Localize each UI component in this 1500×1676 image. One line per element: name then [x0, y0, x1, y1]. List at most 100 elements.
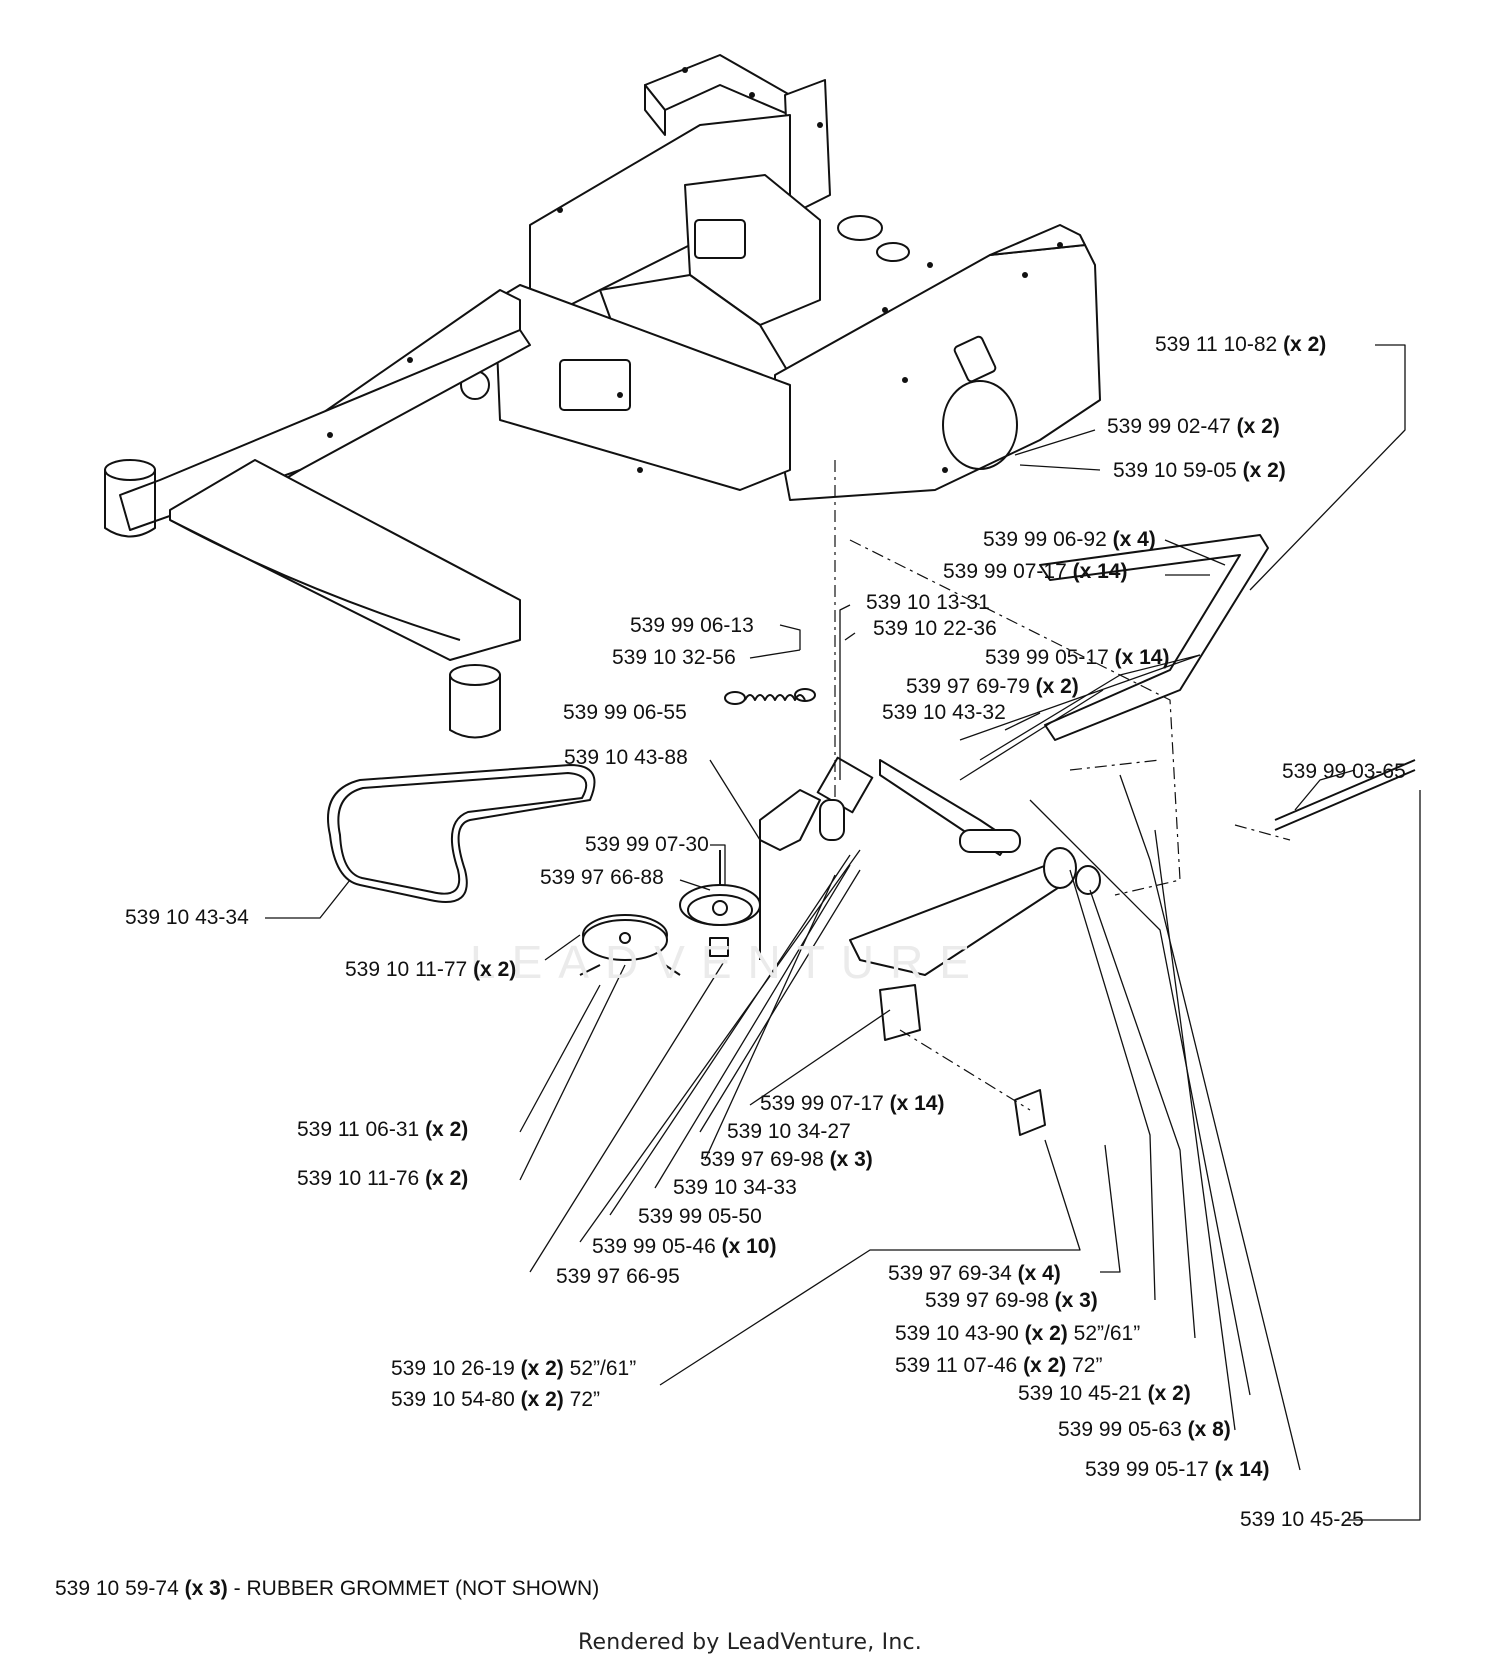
callout-c29: 539 97 69-34 (x 4): [888, 1262, 1061, 1286]
callout-c24: 539 10 11-76 (x 2): [297, 1167, 468, 1191]
quantity: (x 14): [1114, 646, 1170, 669]
part-number: 539 11 07-46: [895, 1354, 1018, 1377]
quantity: (x 2): [1236, 415, 1280, 438]
callout-c19: 539 10 11-77 (x 2): [345, 958, 516, 982]
callout-c3: 539 10 59-05 (x 2): [1113, 459, 1286, 483]
quantity: (x 2): [1024, 1322, 1068, 1345]
callout-c4: 539 99 06-92 (x 4): [983, 528, 1156, 552]
quantity: (x 2): [425, 1118, 469, 1141]
callout-c28: 539 97 66-95: [556, 1265, 680, 1289]
callout-c30: 539 97 69-98 (x 3): [925, 1289, 1098, 1313]
quantity: (x 2): [473, 958, 517, 981]
callout-c18: 539 10 43-34: [125, 906, 249, 930]
callout-c20: 539 99 07-17 (x 14): [760, 1092, 944, 1116]
size-note: 72”: [1072, 1354, 1103, 1377]
part-number: 539 11 06-31: [297, 1118, 420, 1141]
quantity: (x 2): [1035, 675, 1079, 698]
callout-c37: 539 99 05-17 (x 14): [1085, 1458, 1269, 1482]
callout-c26: 539 99 05-50: [638, 1205, 762, 1229]
leader-lines: [265, 344, 1421, 1521]
part-number: 539 99 06-55: [563, 701, 687, 724]
callout-c35: 539 10 45-21 (x 2): [1018, 1382, 1191, 1406]
part-number: 539 10 22-36: [873, 617, 997, 640]
rendered-by-credit: Rendered by LeadVenture, Inc.: [578, 1630, 922, 1655]
quantity: (x 2): [520, 1388, 564, 1411]
part-number: 539 97 66-88: [540, 866, 664, 889]
callout-c12: 539 99 06-55: [563, 701, 687, 725]
callout-c34: 539 10 54-80 (x 2) 72”: [391, 1388, 600, 1412]
part-number: 539 10 32-56: [612, 646, 736, 669]
part-number: 539 97 69-98: [925, 1289, 1049, 1312]
part-number: 539 10 13-31: [866, 591, 990, 614]
part-number: 539 99 05-50: [638, 1205, 762, 1228]
callout-c36: 539 99 05-63 (x 8): [1058, 1418, 1231, 1442]
callout-c9: 539 10 32-56: [612, 646, 736, 670]
part-number: 539 10 34-27: [727, 1120, 851, 1143]
quantity: (x 2): [1242, 459, 1286, 482]
part-number: 539 10 43-34: [125, 906, 249, 929]
part-number: 539 97 69-79: [906, 675, 1030, 698]
quantity: (x 2): [1023, 1354, 1067, 1377]
quantity: (x 3): [1054, 1289, 1098, 1312]
callout-c8: 539 99 06-13: [630, 614, 754, 638]
callout-c6: 539 10 13-31: [866, 591, 990, 615]
part-number: 539 99 05-46: [592, 1235, 716, 1258]
callout-c38: 539 10 45-25: [1240, 1508, 1364, 1532]
part-number: 539 99 07-17: [760, 1092, 884, 1115]
part-number: 539 99 06-13: [630, 614, 754, 637]
quantity: (x 14): [889, 1092, 945, 1115]
part-number: 539 10 26-19: [391, 1357, 515, 1380]
footnote-part: 539 10 59-74: [55, 1577, 179, 1600]
part-number: 539 10 45-21: [1018, 1382, 1142, 1405]
quantity: (x 2): [520, 1357, 564, 1380]
part-number: 539 10 59-05: [1113, 459, 1237, 482]
callout-c16: 539 99 07-30: [585, 833, 709, 857]
callout-c22: 539 10 34-27: [727, 1120, 851, 1144]
callout-c27: 539 99 05-46 (x 10): [592, 1235, 776, 1259]
part-number: 539 99 03-65: [1282, 760, 1406, 783]
callout-c21: 539 11 06-31 (x 2): [297, 1118, 468, 1142]
part-number: 539 10 43-32: [882, 701, 1006, 724]
pulley-assembly: [579, 850, 761, 976]
callout-c5: 539 99 07-17 (x 14): [943, 560, 1127, 584]
part-number: 539 99 05-17: [1085, 1458, 1209, 1481]
part-number: 539 99 05-63: [1058, 1418, 1182, 1441]
callout-c10: 539 99 05-17 (x 14): [985, 646, 1169, 670]
size-note: 52”/61”: [569, 1357, 637, 1380]
size-note: 52”/61”: [1073, 1322, 1141, 1345]
part-number: 539 97 66-95: [556, 1265, 680, 1288]
callout-c7: 539 10 22-36: [873, 617, 997, 641]
part-number: 539 97 69-98: [700, 1148, 824, 1171]
callout-c1: 539 11 10-82 (x 2): [1155, 333, 1326, 357]
part-number: 539 10 11-77: [345, 958, 468, 981]
callout-c25: 539 10 34-33: [673, 1176, 797, 1200]
part-number: 539 11 10-82: [1155, 333, 1278, 356]
part-number: 539 10 11-76: [297, 1167, 420, 1190]
quantity: (x 2): [1283, 333, 1327, 356]
quantity: (x 10): [721, 1235, 777, 1258]
callout-c17: 539 97 66-88: [540, 866, 664, 890]
quantity: (x 14): [1214, 1458, 1270, 1481]
callout-c15: 539 99 03-65: [1282, 760, 1406, 784]
part-number: 539 97 69-34: [888, 1262, 1012, 1285]
part-number: 539 10 43-90: [895, 1322, 1019, 1345]
idler-arm: [724, 688, 874, 960]
part-number: 539 10 43-88: [564, 746, 688, 769]
callout-c33: 539 10 26-19 (x 2) 52”/61”: [391, 1357, 636, 1381]
watermark: LEADVENTURE: [470, 936, 986, 988]
callout-c13: 539 10 43-32: [882, 701, 1006, 725]
part-number: 539 99 07-30: [585, 833, 709, 856]
lift-arm-assembly: [849, 534, 1416, 1136]
size-note: 72”: [569, 1388, 601, 1411]
footnote-qty: (x 3): [184, 1577, 228, 1600]
callout-c32: 539 11 07-46 (x 2) 72”: [895, 1354, 1102, 1378]
footnote-text: - RUBBER GROMMET (NOT SHOWN): [233, 1577, 600, 1600]
quantity: (x 4): [1112, 528, 1156, 551]
callout-c23: 539 97 69-98 (x 3): [700, 1148, 873, 1172]
quantity: (x 2): [1147, 1382, 1191, 1405]
part-number: 539 10 45-25: [1240, 1508, 1364, 1531]
drive-belt: [327, 764, 596, 903]
part-number: 539 99 06-92: [983, 528, 1107, 551]
quantity: (x 14): [1072, 560, 1128, 583]
